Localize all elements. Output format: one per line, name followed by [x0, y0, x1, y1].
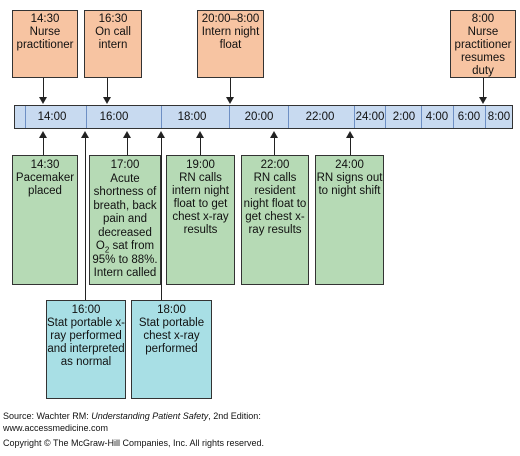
event-text: Nurse practitioner: [16, 26, 74, 51]
arrow-up-icon: [123, 131, 131, 138]
connector-line: [230, 78, 231, 98]
event-box-rn-calls-intern: 19:00 RN calls intern night float to get…: [166, 155, 235, 285]
timeline-label: 22:00: [305, 111, 335, 123]
arrow-up-icon: [196, 131, 204, 138]
event-box-rn-calls-resident: 22:00 RN calls resident night float to g…: [241, 155, 309, 285]
event-text: RN calls resident night float to get che…: [243, 172, 307, 236]
connector-line: [127, 137, 128, 155]
event-box-np-resumes-duty: 8:00 Nurse practitioner resumes duty: [450, 10, 516, 78]
timeline-tick: [161, 106, 162, 128]
event-box-stat-chest-xray: 18:00 Stat portable chest x-ray performe…: [131, 300, 212, 399]
timeline-label: 24:00: [355, 111, 385, 123]
arrow-up-icon: [270, 131, 278, 138]
timeline-label: 8:00: [487, 111, 511, 123]
arrow-up-icon: [157, 131, 165, 138]
event-text: Stat portable chest x-ray performed: [138, 317, 205, 355]
timeline-tick: [25, 106, 26, 128]
timeline-tick: [86, 106, 87, 128]
connector-line: [350, 137, 351, 155]
event-text: RN calls intern night float to get chest…: [172, 172, 229, 236]
event-time: 18:00: [157, 304, 186, 316]
timeline-tick: [354, 106, 355, 128]
timeline-tick: [288, 106, 289, 128]
event-time: 14:30: [30, 159, 60, 171]
event-time: 17:00: [110, 159, 140, 171]
event-box-on-call-intern: 16:30 On call intern: [84, 10, 142, 78]
connector-line: [161, 137, 162, 300]
connector-line: [274, 137, 275, 155]
event-box-pacemaker-placed: 14:30 Pacemaker placed: [12, 155, 78, 285]
arrow-up-icon: [81, 131, 89, 138]
event-box-stat-xray-interpreted: 16:00 Stat portable x-ray performed and …: [46, 300, 126, 399]
timeline-label: 6:00: [457, 111, 481, 123]
timeline-label: 20:00: [244, 111, 274, 123]
connector-line: [85, 137, 86, 300]
event-time: 19:00: [186, 159, 215, 171]
arrow-down-icon: [103, 97, 111, 104]
event-time: 20:00–8:00: [201, 13, 260, 25]
source-url: www.accessmedicine.com: [3, 422, 109, 433]
event-text: Pacemaker placed: [15, 172, 75, 197]
connector-line: [43, 137, 44, 155]
connector-line: [200, 137, 201, 155]
arrow-down-icon: [479, 97, 487, 104]
arrow-down-icon: [39, 97, 47, 104]
event-text: Nurse practitioner resumes duty: [454, 26, 512, 77]
event-time: 14:30: [30, 13, 60, 25]
connector-line: [107, 78, 108, 98]
event-time: 16:00: [71, 304, 101, 316]
event-box-shortness-of-breath: 17:00 Acute shortness of breath, back pa…: [89, 155, 161, 285]
event-time: 22:00: [260, 159, 290, 171]
connector-line: [43, 78, 44, 98]
timeline-bar: 14:00 16:00 18:00 20:00 22:00 24:00 2:00…: [14, 105, 513, 129]
timeline-tick: [385, 106, 386, 128]
connector-line: [483, 78, 484, 98]
copyright-notice: Copyright © The McGraw-Hill Companies, I…: [3, 438, 265, 448]
event-text: On call intern: [95, 26, 131, 51]
source-footer: Source: Wachter RM: Understanding Patien…: [3, 411, 264, 450]
event-text: Stat portable x-ray performed and interp…: [47, 317, 125, 368]
event-box-rn-signs-out: 24:00 RN signs out to night shift: [315, 155, 384, 285]
arrow-up-icon: [39, 131, 47, 138]
event-time: 8:00: [471, 13, 495, 25]
event-box-intern-night-float: 20:00–8:00 Intern night float: [197, 10, 264, 78]
arrow-down-icon: [226, 97, 234, 104]
event-time: 24:00: [335, 159, 364, 171]
source-citation: Source: Wachter RM: Understanding Patien…: [3, 411, 261, 421]
event-box-nurse-practitioner: 14:30 Nurse practitioner: [12, 10, 78, 78]
arrow-up-icon: [346, 131, 354, 138]
event-text: Intern night float: [201, 26, 260, 51]
timeline-label: 18:00: [177, 111, 207, 123]
timeline-tick: [421, 106, 422, 128]
timeline-tick: [229, 106, 230, 128]
event-time: 16:30: [98, 13, 128, 25]
timeline-tick: [485, 106, 486, 128]
event-text: RN signs out to night shift: [316, 172, 383, 197]
timeline-label: 4:00: [425, 111, 449, 123]
timeline-label: 2:00: [392, 111, 416, 123]
event-text: Acute shortness of breath, back pain and…: [92, 172, 158, 280]
timeline-label: 16:00: [99, 111, 129, 123]
timeline-tick: [453, 106, 454, 128]
timeline-label: 14:00: [37, 111, 67, 123]
